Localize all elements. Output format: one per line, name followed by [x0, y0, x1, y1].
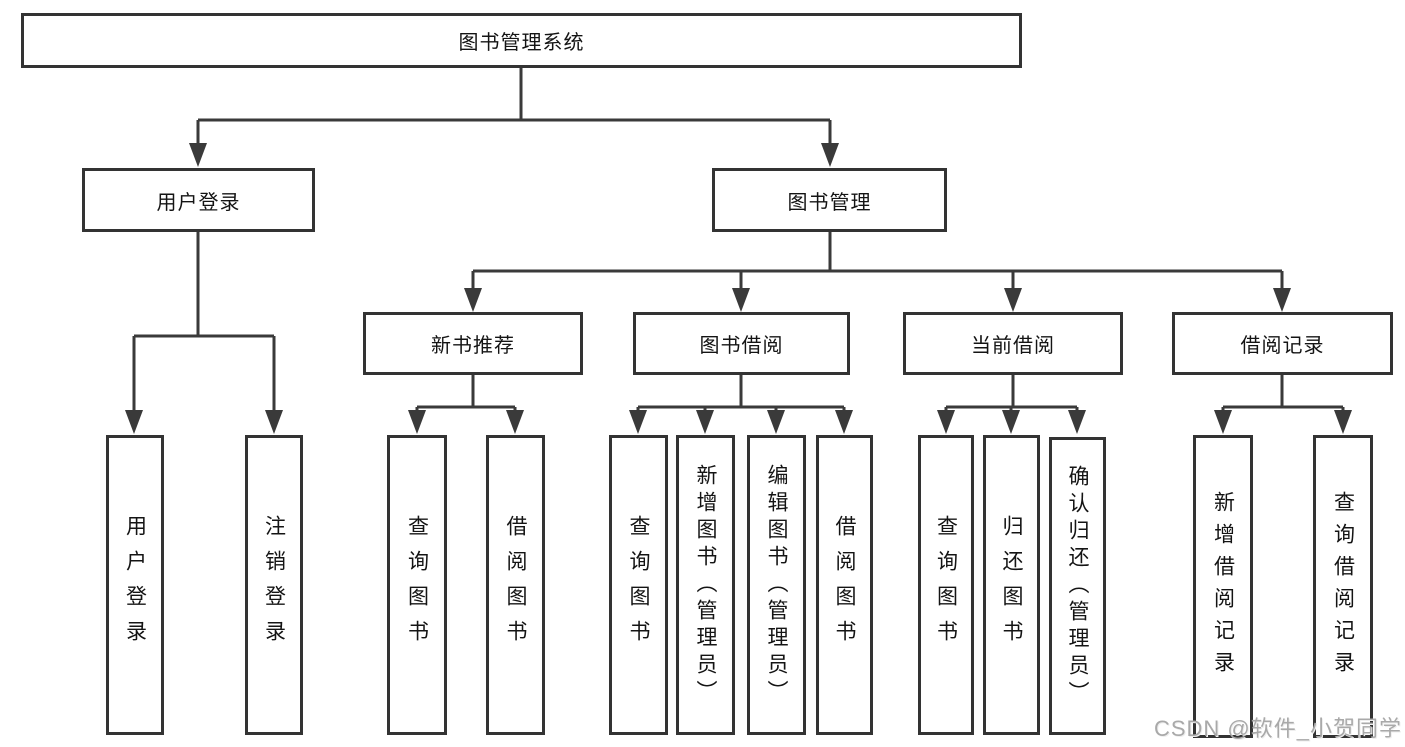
connector-user-login: [125, 232, 283, 434]
leaf-borrow-books-recommend: 借阅图书: [486, 435, 545, 735]
arrowhead: [1002, 410, 1020, 434]
leaf-edit-book-admin: 编辑图书（管理员）: [747, 435, 806, 735]
leaf-query-borrow-record: 查询借阅记录: [1313, 435, 1373, 738]
connector-book-borrow: [629, 374, 853, 434]
connector-book-management: [464, 232, 1291, 312]
connector-new-book-recommend: [408, 375, 524, 434]
leaf-borrow-books: 借阅图书: [816, 435, 873, 735]
arrowhead: [835, 410, 853, 434]
connector-root: [189, 68, 839, 167]
arrowhead: [408, 410, 426, 434]
leaf-user-login: 用户登录: [106, 435, 164, 735]
connector-borrow-record: [1214, 375, 1352, 434]
leaf-return-book: 归还图书: [983, 435, 1040, 735]
arrowhead: [464, 288, 482, 312]
arrowhead: [696, 410, 714, 434]
node-root: 图书管理系统: [21, 13, 1022, 68]
leaf-query-books-current: 查询图书: [918, 435, 974, 735]
arrowhead: [821, 143, 839, 167]
leaf-logout: 注销登录: [245, 435, 303, 735]
arrowhead: [937, 410, 955, 434]
node-new-book-recommend: 新书推荐: [363, 312, 583, 375]
arrowhead: [1068, 410, 1086, 434]
arrowhead: [506, 410, 524, 434]
arrowhead: [1273, 288, 1291, 312]
leaf-confirm-return-admin: 确认归还（管理员）: [1049, 437, 1106, 735]
watermark-text: CSDN @软件_小贺同学: [1153, 716, 1402, 741]
node-borrow-record: 借阅记录: [1172, 312, 1393, 375]
node-user-login: 用户登录: [82, 168, 315, 232]
arrowhead: [732, 288, 750, 312]
connector-current-borrow: [937, 374, 1086, 434]
arrowhead: [125, 410, 143, 434]
arrowhead: [1214, 410, 1232, 434]
arrowhead: [629, 410, 647, 434]
node-book-management: 图书管理: [712, 168, 947, 232]
leaf-query-books-recommend: 查询图书: [387, 435, 447, 735]
leaf-add-book-admin: 新增图书（管理员）: [676, 435, 735, 735]
arrowhead: [189, 143, 207, 167]
leaf-add-borrow-record: 新增借阅记录: [1193, 435, 1253, 738]
arrowhead: [1004, 288, 1022, 312]
leaf-query-books-borrow: 查询图书: [609, 435, 668, 735]
arrowhead: [767, 410, 785, 434]
node-book-borrow: 图书借阅: [633, 312, 850, 375]
arrowhead: [265, 410, 283, 434]
arrowhead: [1334, 410, 1352, 434]
node-current-borrow: 当前借阅: [903, 312, 1123, 375]
